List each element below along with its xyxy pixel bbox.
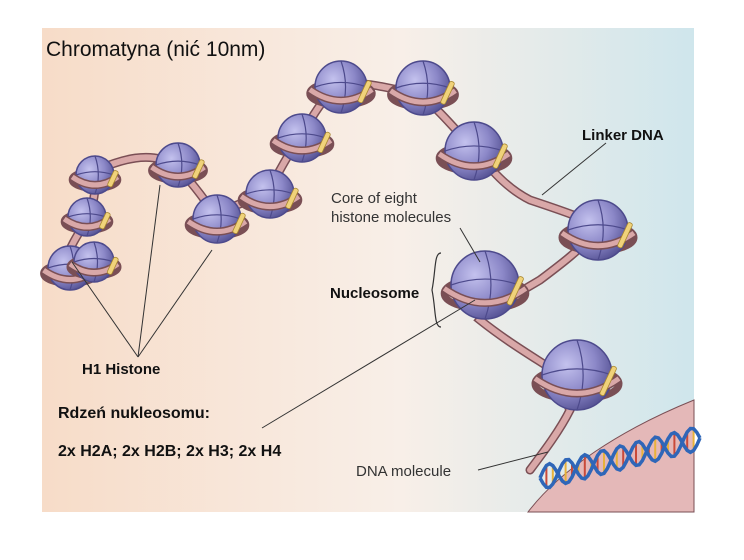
histone-seam [567,224,629,231]
histone-seam [216,194,222,244]
histone-seam [484,250,492,320]
h1-histone [317,131,331,153]
histone-seam [277,133,327,139]
h1-pointer-b [137,249,213,358]
h1-pointer-c [71,261,139,358]
helix-strand-1 [538,430,702,490]
h1-histone [506,276,524,306]
histone-seam [444,145,504,152]
histone-seam [422,60,429,116]
rdzen-pointer [261,299,476,429]
page-title: Chromatyna (nić 10nm) [46,38,266,61]
histone-seam [314,81,368,88]
h1-histone [106,256,119,275]
histone-octamer [192,194,242,244]
linker-dna-label: Linker DNA [582,127,664,144]
dna-ribbon [526,399,695,513]
nucleosome-10 [387,60,459,116]
histone-octamer [314,60,368,114]
core-label-line1: Core of eight [331,190,417,207]
histone-seam [340,60,347,114]
histone-octamer [395,60,451,116]
histone-octamer [277,113,327,163]
histone-seam [67,213,107,218]
h1-histone [617,222,633,249]
nucleosome-13 [440,250,530,320]
histone-seam [395,82,451,89]
h1-histone [99,212,111,230]
nucleosome-brace [431,252,442,328]
nucleosome-core-heading: Rdzeń nukleosomu: [58,405,211,422]
histone-seam [450,278,520,286]
h1-histone [232,212,246,234]
histone-octamer [245,169,295,219]
nucleosome-11 [435,121,513,181]
histone-seam [576,339,584,411]
dna-pointer [477,451,549,471]
histone-octamer [567,199,629,261]
histone-octamer [541,339,613,411]
histone-seam [93,241,99,283]
core-label-line2: histone molecules [331,209,452,226]
pointer-lines [71,142,607,471]
nucleosome-2 [66,241,122,283]
nucleosome-14 [531,339,623,411]
histone-seam [86,197,91,237]
h1-histone [285,187,299,209]
nucleosome-12 [558,199,638,261]
nucleosome-6 [184,194,250,244]
histone-seam [597,199,604,261]
h1-histone [599,365,617,396]
histone-seam [94,155,99,195]
histone-seam [75,171,115,176]
histone-composition: 2x H2A; 2x H2B; 2x H3; 2x H4 [58,443,282,460]
linker-pointer [541,142,607,196]
helix-strand-2 [538,426,702,486]
diagram-background [42,28,694,512]
nucleosome-7 [237,169,303,219]
core-pointer [459,227,481,263]
histone-seam [473,121,480,181]
dna-wrap-front-fill [533,376,621,396]
histone-seam [155,160,201,166]
h1-histone [192,159,205,179]
histone-seam [177,142,183,188]
h1-histone [492,143,508,169]
h1-histone [440,80,455,105]
nucleosome-3 [60,197,114,237]
dna-wrap-front-fill [442,286,528,306]
histone-seam [192,214,242,220]
h1-histone-label: H1 Histone [82,361,161,378]
histone-seam [245,189,295,195]
nucleosome-9 [306,60,376,114]
nucleosome-4 [68,155,122,195]
histone-seam [269,169,275,219]
histone-seam [301,113,307,163]
dna-double-helix [538,426,702,490]
histone-seam [541,368,613,376]
nucleosome-8 [269,113,335,163]
h1-histone [107,170,119,188]
nucleosome-5 [148,142,208,188]
dna-molecule-label: DNA molecule [356,463,452,480]
h1-histone [357,80,372,104]
histone-octamer [444,121,504,181]
histone-seam [73,257,115,263]
nucleosome-label: Nucleosome [330,285,420,302]
core-label: Core of eight histone molecules [331,189,451,227]
nucleosome-beads [40,60,638,411]
h1-pointer-a [137,184,161,358]
